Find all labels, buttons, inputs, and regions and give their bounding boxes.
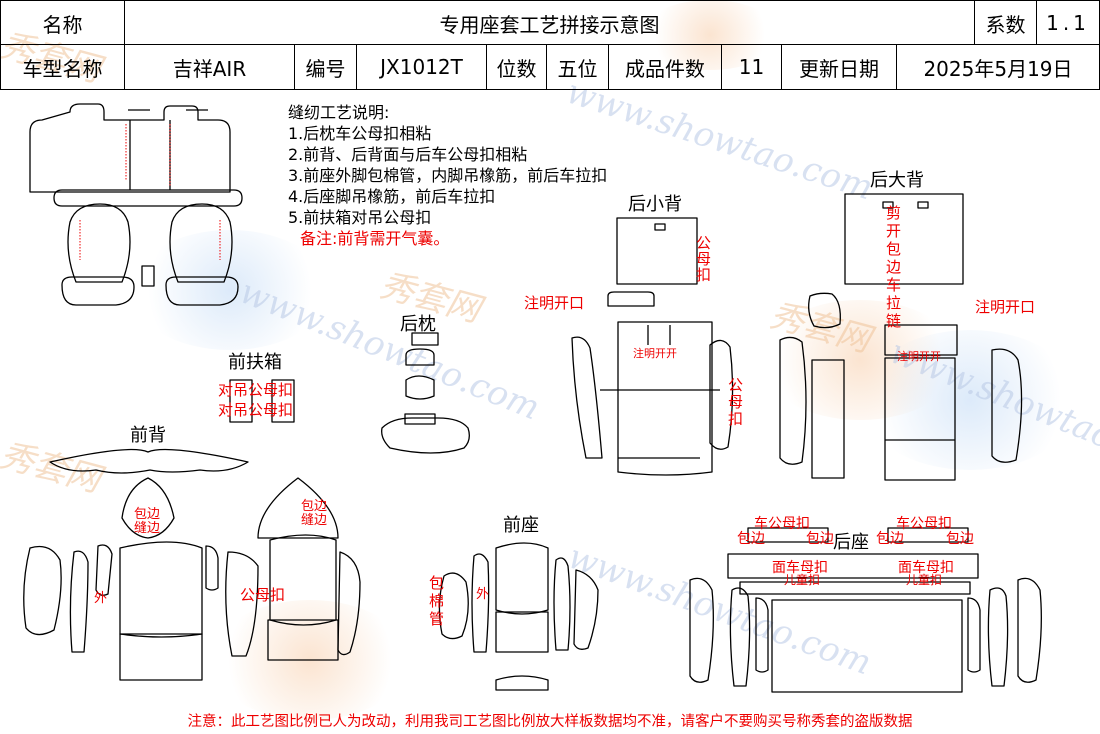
annotation-feng-bian: 缝边 [134, 521, 160, 536]
annotation-kou: 母 [728, 393, 743, 411]
pattern-front-armrest [229, 379, 295, 423]
annotation-bao: 包 [429, 574, 444, 592]
seats-label: 位数 [487, 45, 547, 89]
annotation-dui-diao: 对吊公母扣 [218, 381, 293, 399]
part-title-front-seat: 前座 [503, 515, 539, 536]
part-title-rear-small-back: 后小背 [628, 194, 682, 215]
annotation-bao-bian: 包边 [301, 499, 327, 514]
sewing-notes: 缝纫工艺说明: 1.后枕车公母扣相粘 2.前背、后背面与后车公母扣相粘 3.前座… [288, 102, 607, 249]
annotation-kou: 公 [728, 376, 743, 394]
annotation-bao-bian: 包边 [806, 531, 834, 547]
annotation-zhuyi: 注明开口 [975, 298, 1035, 316]
notes-item: 2.前背、后背面与后车公母扣相粘 [288, 145, 528, 164]
pattern-rear-headrest [381, 332, 470, 454]
seats-value: 五位 [547, 45, 609, 89]
annotation-kou: 扣 [696, 266, 711, 284]
notes-item: 5.前扶箱对吊公母扣 [288, 208, 432, 227]
annotation-kou: 公 [696, 234, 711, 252]
model-value: 吉祥AIR [125, 45, 295, 89]
code-label: 编号 [295, 45, 357, 89]
annotation-che-gongmu: 车公母扣 [896, 515, 952, 532]
annotation-er-tong: 儿童扣 [784, 572, 820, 587]
header-table: 名称 专用座套工艺拼接示意图 系数 1.1 车型名称 吉祥AIR 编号 JX10… [0, 0, 1100, 90]
name-label: 名称 [0, 1, 125, 45]
notes-item: 1.后枕车公母扣相粘 [288, 124, 432, 143]
notes-heading: 缝纫工艺说明: [288, 103, 390, 122]
code-value: JX1012T [357, 45, 487, 89]
annotation-kou: 扣 [728, 410, 743, 428]
annotation-bao-bian: 包边 [876, 531, 904, 547]
coef-label: 系数 [975, 1, 1037, 45]
annotation-bao-bian: 包边 [946, 531, 974, 547]
notes-item: 4.后座脚吊橡筋，前后车拉扣 [288, 187, 496, 206]
pattern-front-back [23, 448, 361, 681]
part-title-front-back: 前背 [130, 425, 166, 446]
pattern-front-seat [438, 542, 599, 691]
footer-notice: 注意：此工艺图比例已人为改动，利用我司工艺图比例放大样板数据均不准，请客户不要购… [187, 714, 913, 730]
annotation-bao-bian: 包边 [134, 507, 160, 522]
pieces-label: 成品件数 [609, 45, 722, 89]
annotation-kou: 母 [696, 250, 711, 268]
header-row-1: 名称 专用座套工艺拼接示意图 系数 1.1 [0, 0, 1100, 45]
overview-rear-bench [29, 103, 243, 207]
annotation-feng-bian: 缝边 [301, 513, 327, 528]
part-title-rear-seat: 后座 [833, 532, 869, 553]
overview-stitch-marks [79, 124, 221, 260]
pattern-rear-small-back [571, 217, 734, 476]
annotation-la: 拉 [886, 294, 901, 312]
overview-front-seats [61, 203, 239, 306]
annotation-mian-che: 面车母扣 [772, 559, 828, 576]
annotation-bao: 包 [886, 240, 901, 258]
annotation-mian-che: 面车母扣 [898, 559, 954, 576]
notes-item: 3.前座外脚包棉管，内脚吊橡筋，前后车拉扣 [288, 166, 608, 185]
pattern-rear-seat [689, 527, 1042, 693]
part-title-front-armrest: 前扶箱 [228, 352, 282, 373]
part-title-rear-headrest: 后枕 [400, 314, 436, 335]
annotation-lian: 链 [886, 312, 901, 330]
annotation-bao-bian: 包边 [737, 531, 765, 547]
annotation-zhuyi: 注明开开 [633, 346, 677, 360]
page-title: 专用座套工艺拼接示意图 [125, 1, 975, 45]
notes-remark: 备注:前背需开气囊。 [300, 229, 450, 248]
annotation-che: 车 [886, 276, 901, 294]
pattern-rear-big-back [779, 193, 1023, 481]
annotation-bian: 边 [886, 258, 901, 276]
annotation-gongmu-kou: 公母扣 [240, 586, 285, 604]
annotation-dui-diao: 对吊公母扣 [218, 401, 293, 419]
annotation-mian: 棉 [429, 592, 444, 610]
pieces-value: 11 [722, 45, 782, 89]
annotation-kai: 开 [886, 222, 901, 240]
annotation-guan: 管 [429, 610, 444, 628]
annotation-che-gongmu: 车公母扣 [754, 515, 810, 532]
annotation-zhuyi: 注明开开 [897, 349, 941, 363]
part-title-rear-big-back: 后大背 [870, 170, 924, 191]
annotation-zhuyi: 注明开口 [524, 294, 584, 312]
annotation-wai: 外 [476, 587, 489, 602]
annotation-jian: 剪 [886, 204, 901, 222]
annotation-group: 公 母 扣 注明开口 注明开开 公 母 扣 剪 开 包 边 车 拉 链 注明开口… [94, 204, 1035, 628]
model-label: 车型名称 [0, 45, 125, 89]
annotation-wai: 外 [94, 591, 107, 606]
update-label: 更新日期 [782, 45, 897, 89]
annotation-er-tong: 儿童扣 [906, 572, 942, 587]
